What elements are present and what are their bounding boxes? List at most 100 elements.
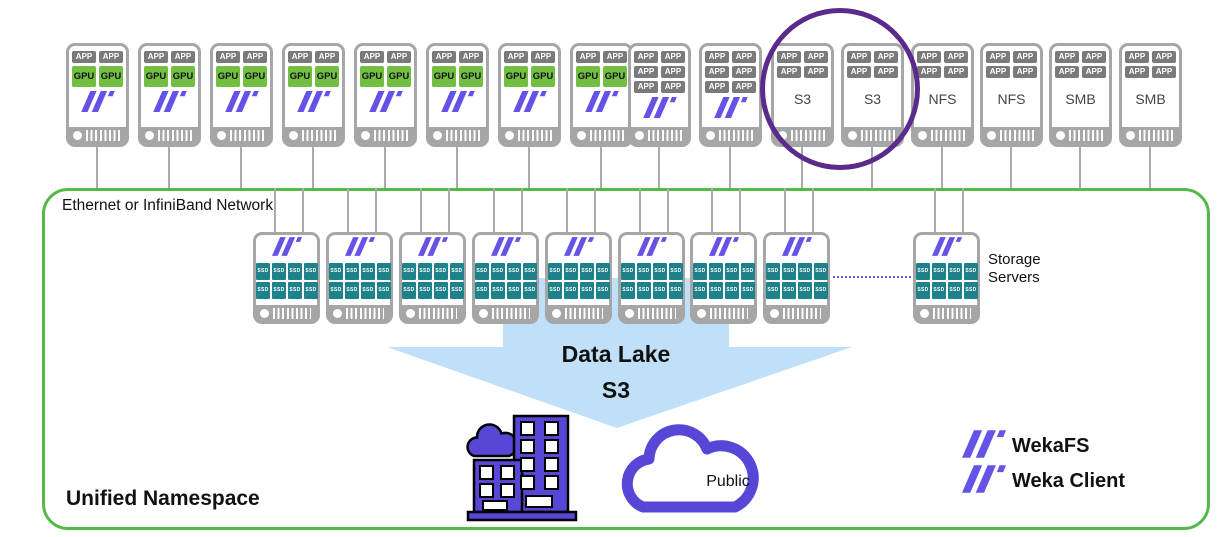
server-vent-bar (1122, 127, 1179, 144)
vent-dot (697, 308, 706, 318)
network-label: Ethernet or InfiniBand Network (62, 197, 274, 214)
ssd-chip: SSD (693, 282, 707, 299)
vent-stripes (648, 130, 682, 141)
weka-logo-icon (962, 430, 1006, 463)
app-chip: APP (944, 66, 968, 78)
ssd-chip: SSD (329, 263, 343, 280)
app-chip: APP (99, 51, 123, 63)
legend-item-weka-client: Weka Client (962, 464, 1125, 499)
vent-dot (1056, 131, 1065, 140)
connector-line (711, 188, 713, 232)
ssd-chip: SSD (523, 282, 537, 299)
ssd-chip: SSD (288, 263, 302, 280)
legend-item-wekafs: WekaFS (962, 429, 1125, 464)
vent-stripes (719, 130, 753, 141)
app-chip: APP (171, 51, 195, 63)
gpu-chip: GPU (531, 66, 555, 87)
weka-logo-glyph (440, 91, 475, 112)
server-vent-bar (402, 305, 463, 321)
ssd-chip: SSD (814, 263, 828, 280)
app-chip: APP (504, 51, 528, 63)
weka-logo-glyph (344, 237, 375, 256)
unified-namespace-label: Unified Namespace (66, 487, 260, 510)
connector-line (493, 188, 495, 232)
legend-label: WekaFS (1012, 435, 1090, 457)
app-chip: APP (72, 51, 96, 63)
app-chip: APP (432, 51, 456, 63)
app-chip: APP (459, 51, 483, 63)
ssd-chip: SSD (450, 263, 464, 280)
server-vent-bar (69, 127, 126, 144)
vent-dot (333, 308, 342, 318)
server-vent-bar (548, 305, 609, 321)
server-vent-bar (631, 127, 688, 144)
connector-line (168, 147, 170, 188)
app-chip: APP (576, 51, 600, 63)
weka-logo-glyph (642, 97, 677, 118)
server-vent-bar (256, 305, 317, 321)
vent-dot (479, 308, 488, 318)
weka-logo-glyph (563, 237, 594, 256)
vent-dot (918, 131, 927, 140)
weka-logo-icon (213, 91, 270, 117)
vent-stripes (158, 130, 192, 141)
vent-stripes (590, 130, 624, 141)
server-vent-bar (141, 127, 198, 144)
ssd-chip: SSD (621, 263, 635, 280)
server-vent-bar (573, 127, 630, 144)
app-chip: APP (634, 66, 658, 78)
weka-logo-glyph (296, 91, 331, 112)
ssd-chip: SSD (932, 282, 946, 299)
ssd-chip: SSD (256, 282, 270, 299)
vent-stripes (302, 130, 336, 141)
storage-gap-dotted-line (833, 276, 911, 278)
ssd-chip: SSD (402, 263, 416, 280)
weka-logo-glyph (368, 91, 403, 112)
app-chip: APP (986, 66, 1010, 78)
ssd-chip: SSD (434, 263, 448, 280)
gpu-chip: GPU (72, 66, 96, 87)
weka-logo-glyph (962, 430, 1006, 458)
vent-stripes (1000, 130, 1034, 141)
gpu-chip: GPU (504, 66, 528, 87)
ssd-chip: SSD (964, 263, 978, 280)
vent-dot (406, 308, 415, 318)
ssd-chip: SSD (693, 263, 707, 280)
gpu-chip: GPU (216, 66, 240, 87)
vent-stripes (1069, 130, 1103, 141)
app-chip: APP (531, 51, 555, 63)
connector-line (521, 188, 523, 232)
gpu-chip: GPU (171, 66, 195, 87)
ssd-chip: SSD (637, 282, 651, 299)
weka-logo-glyph (931, 237, 962, 256)
ssd-chip: SSD (798, 282, 812, 299)
vent-stripes (230, 130, 264, 141)
storage-label-line1: Storage (988, 251, 1041, 268)
public-label: Public (706, 473, 750, 490)
app-chip: APP (288, 51, 312, 63)
vent-dot (145, 131, 154, 140)
server-vent-bar (621, 305, 682, 321)
weka-logo-icon (329, 237, 390, 261)
vent-stripes (518, 130, 552, 141)
vent-dot (1126, 131, 1135, 140)
app-chip: APP (1152, 66, 1176, 78)
ssd-chip: SSD (564, 282, 578, 299)
server-vent-bar (916, 305, 977, 321)
ssd-chip: SSD (507, 263, 521, 280)
vent-dot (73, 131, 82, 140)
app-chip: APP (1013, 66, 1037, 78)
ssd-chip: SSD (491, 263, 505, 280)
